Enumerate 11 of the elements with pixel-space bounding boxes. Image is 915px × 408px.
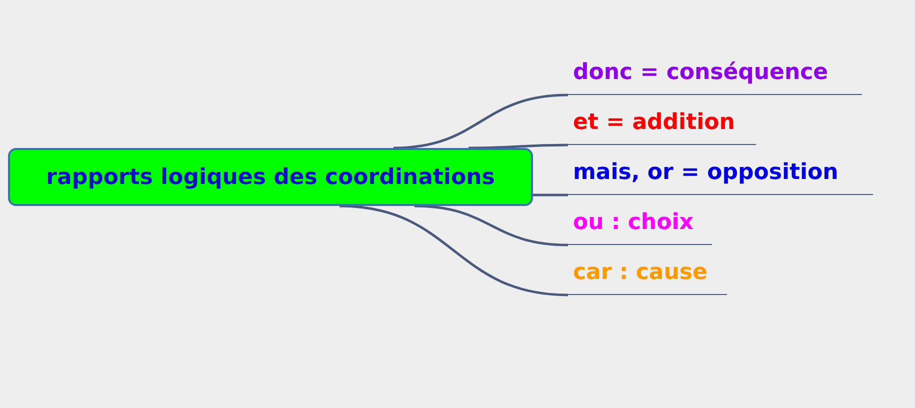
branch-topic: ou : choix [568,210,712,245]
central-topic-box: rapports logiques des coordinations [8,148,533,206]
branch-topic: et = addition [568,110,756,145]
branch-line [339,204,568,296]
branch-topic: mais, or = opposition [568,160,873,195]
branch-line [468,144,568,150]
branch-topic: car : cause [568,260,727,295]
branch-line [414,204,568,246]
branch-line [393,94,568,150]
branch-topic: donc = conséquence [568,60,862,95]
branch-line [533,194,568,196]
